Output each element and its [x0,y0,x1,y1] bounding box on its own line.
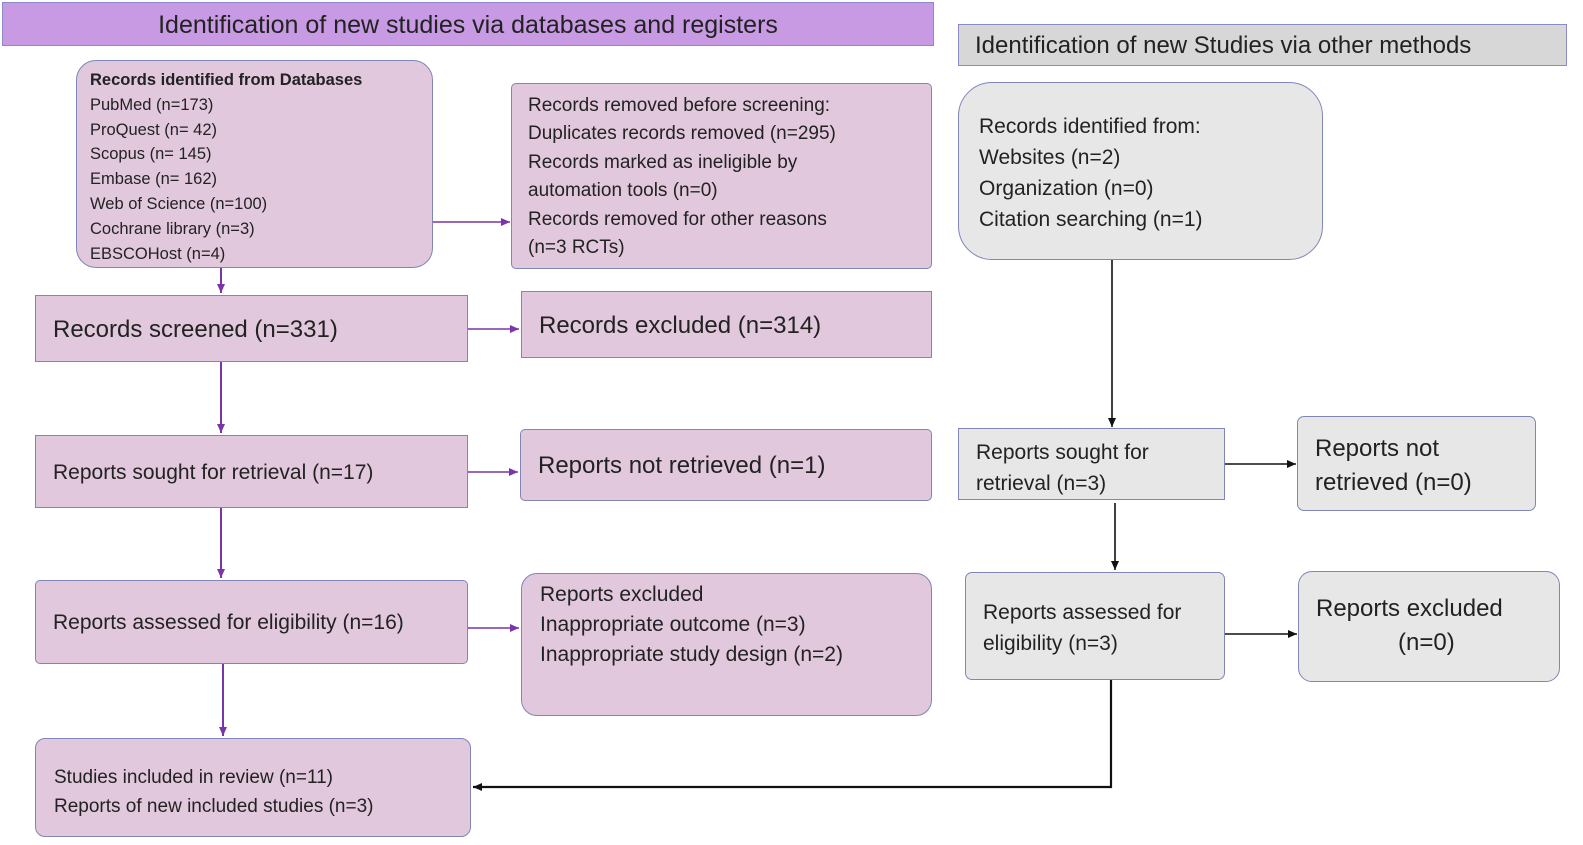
database-count-proquest: ProQuest (n= 42) [90,120,218,139]
records-identified-databases: Records identified from Databases PubMed… [76,60,433,268]
other-reports-excluded: Reports excluded (n=0) [1298,571,1560,682]
database-count-pubmed: PubMed (n=173) [90,95,214,114]
other-identified-title: Records identified from: [979,115,1201,138]
reports-excluded-outcome: Inappropriate outcome (n=3) [540,613,806,636]
other-count-citation: Citation searching (n=1) [979,208,1203,231]
removed-line-3: Records marked as ineligible by [528,151,798,173]
other-count-organization: Organization (n=0) [979,177,1154,200]
records-screened-text: Records screened (n=331) [53,316,338,343]
removed-line-4: automation tools (n=0) [528,180,718,202]
other-count-websites: Websites (n=2) [979,146,1121,169]
other-excluded-line-1: Reports excluded [1316,595,1503,622]
other-not-retrieved-line-1: Reports not [1315,435,1440,462]
removed-line-6: (n=3 RCTs) [528,237,625,259]
reports-excluded-databases: Reports excluded Inappropriate outcome (… [521,573,932,716]
removed-line-2: Duplicates records removed (n=295) [528,123,836,145]
database-count-embase: Embase (n= 162) [90,170,218,189]
reports-sought-text: Reports sought for retrieval (n=17) [53,461,374,484]
other-sought-line-2: retrieval (n=3) [976,472,1107,495]
other-reports-assessed: Reports assessed for eligibility (n=3) [965,572,1225,680]
other-not-retrieved-line-2: retrieved (n=0) [1315,469,1472,496]
database-count-cochrane: Cochrane library (n=3) [90,219,255,238]
reports-excluded-title: Reports excluded [540,583,704,606]
header-databases: Identification of new studies via databa… [2,2,934,46]
reports-not-retrieved-text: Reports not retrieved (n=1) [538,452,826,479]
other-excluded-line-2: (n=0) [1398,629,1455,656]
reports-sought-retrieval: Reports sought for retrieval (n=17) [35,435,468,508]
studies-included: Studies included in review (n=11) Report… [35,738,471,837]
records-excluded: Records excluded (n=314) [521,291,932,358]
records-identified-other: Records identified from: Websites (n=2) … [958,82,1323,260]
reports-assessed-eligibility: Reports assessed for eligibility (n=16) [35,580,468,664]
reports-excluded-design: Inappropriate study design (n=2) [540,643,843,666]
databases-title: Records identified from Databases [90,71,363,89]
database-count-web-of-science: Web of Science (n=100) [90,194,268,213]
database-count-ebscohost: EBSCOHost (n=4) [90,244,226,263]
records-screened: Records screened (n=331) [35,295,468,362]
other-sought-line-1: Reports sought for [976,441,1149,464]
database-count-scopus: Scopus (n= 145) [90,145,212,164]
records-removed-before-screening: Records removed before screening: Duplic… [511,83,932,269]
header-other-text: Identification of new Studies via other … [975,32,1472,59]
reports-new-included-text: Reports of new included studies (n=3) [54,796,374,817]
header-databases-text: Identification of new studies via databa… [158,11,778,39]
removed-line-5: Records removed for other reasons [528,208,827,230]
other-reports-not-retrieved: Reports not retrieved (n=0) [1297,416,1536,511]
records-excluded-text: Records excluded (n=314) [539,312,822,339]
removed-line-1: Records removed before screening: [528,95,831,116]
other-assessed-line-1: Reports assessed for [983,601,1182,624]
arrow-other-assessed-to-included [473,680,1113,791]
other-assessed-line-2: eligibility (n=3) [983,632,1118,655]
studies-included-text: Studies included in review (n=11) [54,767,333,788]
reports-assessed-text: Reports assessed for eligibility (n=16) [53,611,404,634]
header-other-methods: Identification of new Studies via other … [958,24,1567,66]
reports-not-retrieved: Reports not retrieved (n=1) [520,429,932,501]
other-reports-sought: Reports sought for retrieval (n=3) [958,428,1225,500]
